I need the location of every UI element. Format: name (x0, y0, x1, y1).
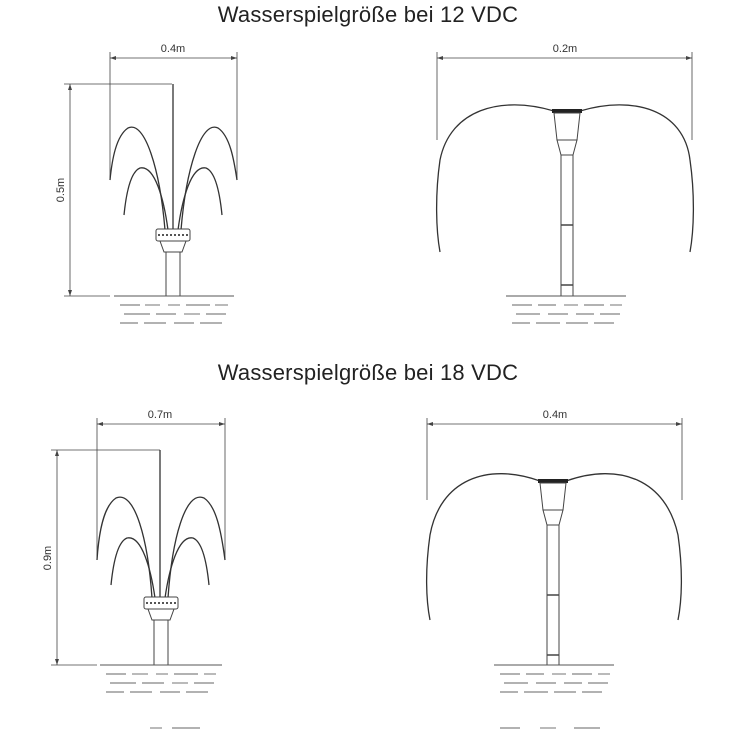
width-dimension-18-right: 0.4m (426, 409, 683, 500)
height-label-18-left: 0.9m (42, 546, 54, 570)
width-label-12-right: 0.2m (553, 43, 577, 55)
height-dimension-18-left: 0.9m (42, 449, 160, 666)
width-label-18-left: 0.7m (148, 409, 172, 421)
fountain-18vdc-multijet: 0.7m 0.9m (42, 409, 226, 729)
width-dimension-12-right: 0.2m (436, 43, 693, 140)
height-label-12-left: 0.5m (55, 178, 67, 202)
height-dimension-12-left: 0.5m (55, 83, 172, 297)
pipe (165, 251, 181, 297)
width-label-12-left: 0.4m (161, 43, 185, 55)
width-label-18-right: 0.4m (543, 409, 567, 421)
section-title-12vdc: Wasserspielgröße bei 12 VDC (217, 2, 519, 27)
fountain-12vdc-multijet: 0.4m 0.5m (55, 43, 238, 324)
fountain-18vdc-umbrella: 0.4m (425, 409, 683, 729)
nozzle-head (155, 228, 191, 242)
fountain-12vdc-umbrella: 0.2m (435, 43, 695, 324)
section-title-18vdc: Wasserspielgröße bei 18 VDC (217, 360, 519, 385)
width-dimension-12-left: 0.4m (109, 43, 238, 180)
width-dimension-18-left: 0.7m (96, 409, 226, 560)
